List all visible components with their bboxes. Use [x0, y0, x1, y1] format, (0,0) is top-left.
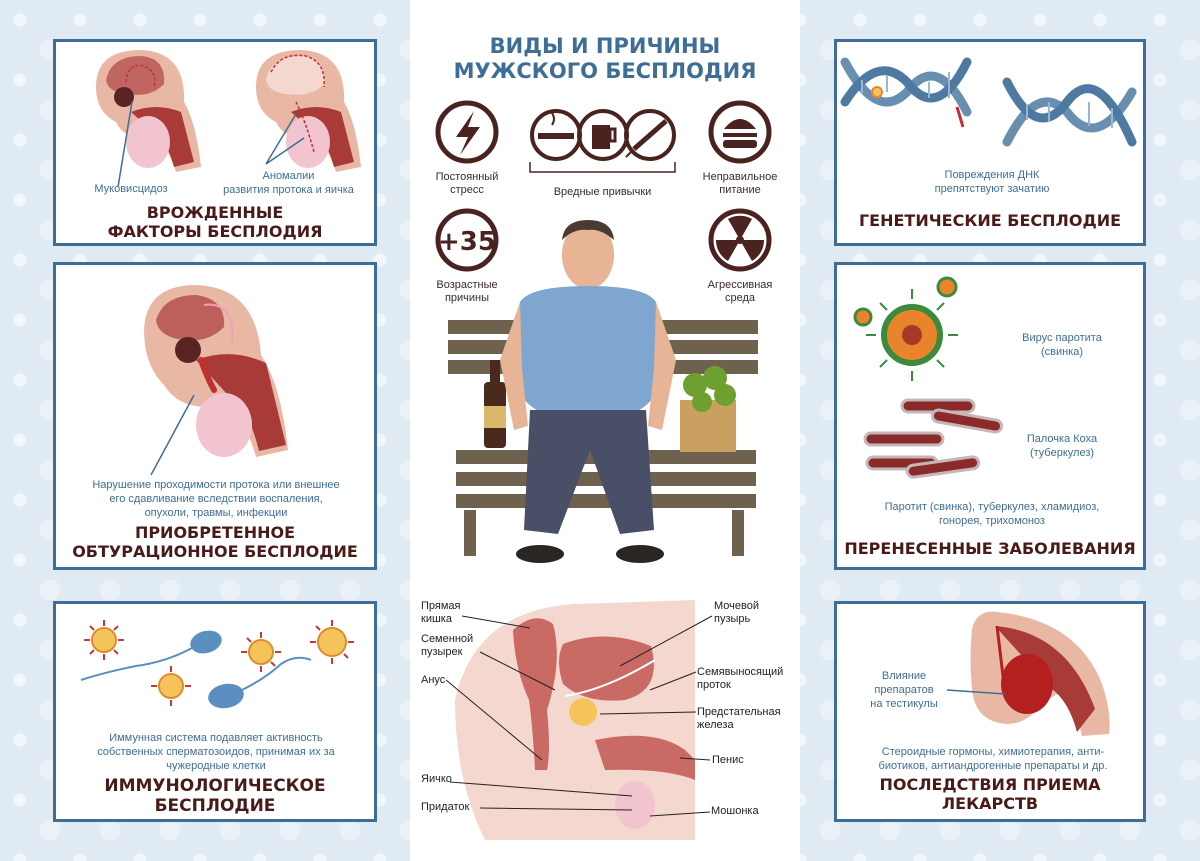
- bladder-shape: [559, 636, 654, 701]
- label-anus: Анус: [421, 674, 446, 686]
- drugs-caption: Стероидные гормоны, химиотерапия, анти- …: [878, 746, 1108, 772]
- label-cystic-fibrosis: Муковисцидоз: [94, 183, 168, 195]
- dna-helix-right: [1002, 77, 1137, 147]
- label-environment: Агрессивная среда: [707, 279, 773, 305]
- card-obstructive: Нарушение проходимости протока или внешн…: [53, 262, 377, 570]
- card-title-immune: ИММУНОЛОГИЧЕСКОЕ БЕСПЛОДИЕ: [104, 776, 326, 817]
- mumps-virus-icon: [853, 276, 958, 381]
- label-habits: Вредные привычки: [553, 186, 652, 198]
- page-title: ВИДЫ И ПРИЧИНЫ МУЖСКОГО БЕСПЛОДИЯ: [453, 34, 757, 84]
- card-diseases: Вирус паротита (свинка) Палочка Коха (ту…: [834, 262, 1146, 570]
- immune-cells-illustration: [80, 620, 354, 709]
- label-mumps-virus: Вирус паротита (свинка): [1022, 332, 1102, 358]
- rectum-shape: [513, 618, 557, 770]
- congenital-anatomy-illustration: [96, 50, 361, 188]
- label-rectum: Прямая кишка: [421, 600, 461, 626]
- anatomy-figure-right: [256, 50, 361, 172]
- card-title-obstructive: ПРИОБРЕТЕННОЕ ОБТУРАЦИОННОЕ БЕСПЛОДИЕ: [72, 523, 358, 562]
- obstructive-caption: Нарушение проходимости протока или внешн…: [92, 479, 340, 519]
- label-scrotum: Мошонка: [711, 805, 759, 817]
- habits-bracket: [529, 162, 676, 173]
- label-stress: Постоянный стресс: [435, 171, 499, 197]
- penis-shape: [595, 735, 695, 780]
- anatomy-leader-lines: [445, 615, 713, 817]
- card-title-congenital: ВРОЖДЕННЫЕ ФАКТОРЫ БЕСПЛОДИЯ: [107, 203, 323, 242]
- man-figure: [500, 220, 676, 563]
- dna-illustration: [840, 57, 1137, 147]
- testicle-illustration: [946, 611, 1110, 736]
- koch-bacillus-icon: [863, 398, 1004, 479]
- testicle-shape: [615, 781, 655, 829]
- sperm-cell-2: [208, 656, 312, 709]
- label-prostate: Предстательная железа: [697, 706, 781, 732]
- man-on-bench-illustration: [448, 220, 758, 563]
- label-penis: Пенис: [712, 754, 744, 766]
- card-title-genetic: ГЕНЕТИЧЕСКИЕ БЕСПЛОДИЕ: [858, 211, 1122, 230]
- card-drugs: Влияние препаратов на тестикулы Стероидн…: [834, 601, 1146, 822]
- pathogens-illustration: [853, 276, 1004, 479]
- bath-bucket: [680, 366, 736, 452]
- syringe-icon: [624, 109, 676, 161]
- cigarette-icon: [530, 109, 582, 161]
- label-vas-deferens: Семявыносящий проток: [697, 666, 784, 692]
- obstructive-anatomy-illustration: [144, 285, 288, 476]
- age-icon-text: +35: [438, 227, 496, 257]
- pelvic-anatomy-illustration: [455, 600, 695, 840]
- label-bladder: Мочевой пузырь: [714, 600, 759, 626]
- vas-deferens-shape: [564, 659, 656, 697]
- immune-cell-2: [241, 632, 281, 672]
- card-title-diseases: ПЕРЕНЕСЕННЫЕ ЗАБОЛЕВАНИЯ: [844, 539, 1136, 558]
- diseases-caption: Паротит (свинка), туберкулез, хламидиоз,…: [884, 501, 1100, 527]
- cause-icons: +35: [435, 100, 772, 272]
- sperm-cell-1: [80, 630, 222, 681]
- label-nutrition: Неправильное питание: [702, 171, 778, 197]
- label-seminal-vesicle: Семенной пузырек: [421, 633, 474, 659]
- lightning-icon: [435, 100, 499, 164]
- prostate-shape: [569, 698, 597, 726]
- card-title-drugs: ПОСЛЕДСТВИЯ ПРИЕМА ЛЕКАРСТВ: [879, 775, 1101, 814]
- age-35-icon: +35: [435, 208, 499, 272]
- anatomy-figure-left: [96, 50, 201, 188]
- genetic-caption: Повреждения ДНК препятствуют зачатию: [934, 169, 1050, 195]
- radiation-icon: [708, 208, 772, 272]
- immune-cell-3: [310, 620, 354, 664]
- card-genetic: Повреждения ДНК препятствуют зачатию ГЕН…: [834, 39, 1146, 246]
- immune-caption: Иммунная система подавляет активность со…: [97, 732, 335, 772]
- label-testicle: Яичко: [421, 773, 452, 785]
- label-age: Возрастные причины: [436, 279, 498, 305]
- beer-icon: [577, 109, 629, 161]
- label-koch-bacillus: Палочка Коха (туберкулез): [1026, 433, 1098, 459]
- immune-cell-4: [151, 666, 191, 706]
- label-epididymis: Придаток: [421, 801, 470, 813]
- card-congenital: Муковисцидоз Аномалии развития протока и…: [53, 39, 377, 246]
- card-immune: Иммунная система подавляет активность со…: [53, 601, 377, 822]
- label-duct-anomalies: Аномалии развития протока и яичка: [223, 170, 354, 196]
- wine-bottle: [484, 360, 506, 448]
- label-drug-effect: Влияние препаратов на тестикулы: [870, 670, 938, 710]
- immune-cell-1: [84, 620, 124, 660]
- burger-icon: [708, 100, 772, 164]
